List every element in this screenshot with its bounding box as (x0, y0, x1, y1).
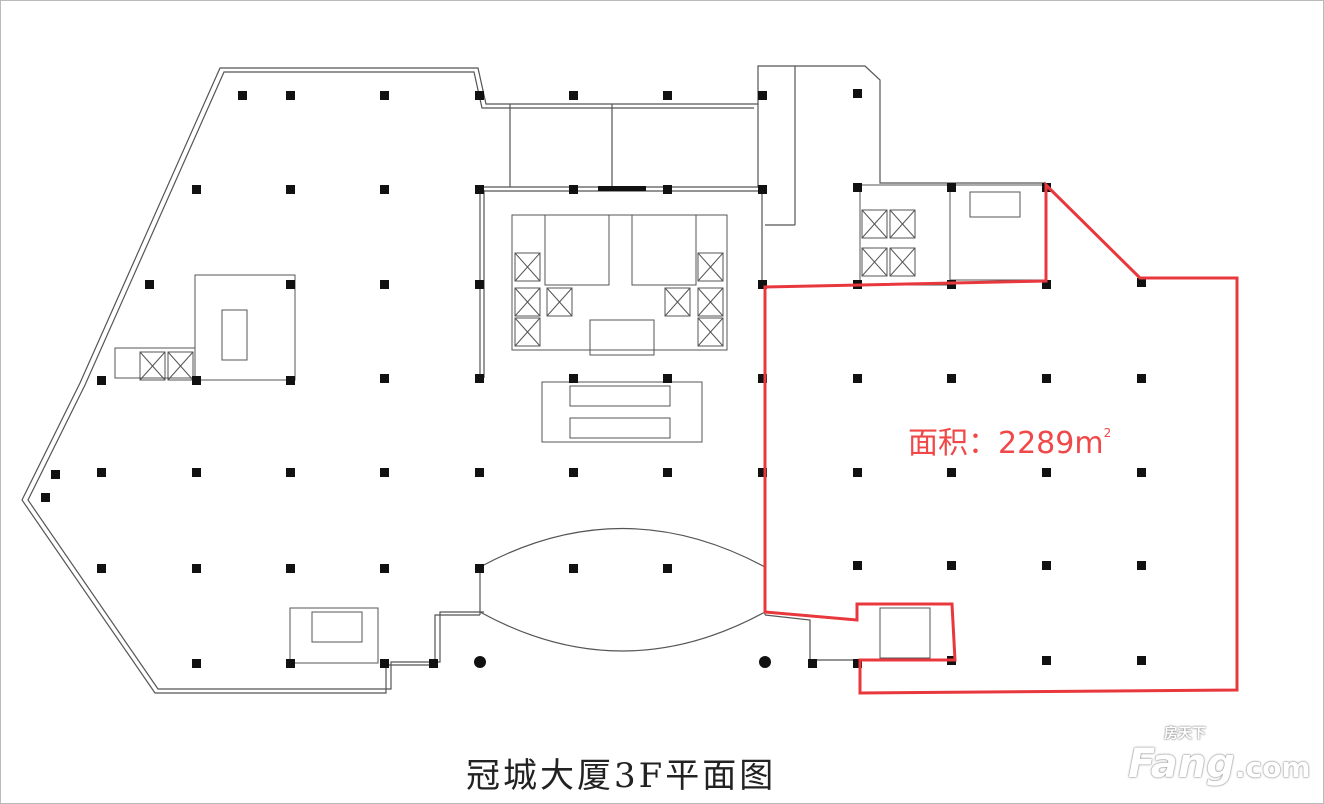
column (475, 280, 484, 289)
elevator-shaft (167, 351, 194, 381)
column (569, 185, 578, 194)
column (569, 91, 578, 100)
column (97, 468, 106, 477)
column (286, 468, 295, 477)
elevator-shaft (889, 209, 916, 239)
column (192, 468, 201, 477)
watermark-brand: Fang (1128, 741, 1235, 787)
watermark-brand-line: Fang.com (1128, 742, 1311, 786)
column (286, 376, 295, 385)
column (569, 374, 578, 383)
column (663, 374, 672, 383)
column (947, 468, 956, 477)
elevator-shaft (889, 247, 916, 277)
column (1042, 468, 1051, 477)
column (380, 91, 389, 100)
column (286, 659, 295, 668)
column (51, 470, 60, 479)
column (380, 374, 389, 383)
column (853, 659, 862, 668)
column (192, 659, 201, 668)
column (97, 564, 106, 573)
column (663, 91, 672, 100)
highlighted-area-outline (763, 181, 1239, 695)
column (380, 185, 389, 194)
column (1137, 278, 1146, 287)
plan-title: 冠城大厦3F平面图 (466, 756, 777, 796)
column (286, 185, 295, 194)
elevator-shaft (514, 287, 541, 317)
column (947, 183, 956, 192)
elevator-shaft (546, 287, 573, 317)
elevator-shaft (861, 209, 888, 239)
column (475, 374, 484, 383)
column (475, 468, 484, 477)
area-unit: m (1074, 426, 1104, 461)
column (429, 659, 438, 668)
column (380, 564, 389, 573)
fang-watermark-logo: 房天下 Fang.com (1128, 726, 1311, 786)
column (238, 91, 247, 100)
elevator-shaft (139, 351, 166, 381)
column (947, 374, 956, 383)
column (663, 564, 672, 573)
column (1137, 468, 1146, 477)
core-elevators (114, 184, 1046, 664)
area-unit-sup: 2 (1103, 426, 1112, 440)
column (947, 561, 956, 570)
area-value: 面积：2289 (908, 426, 1075, 461)
column (758, 185, 767, 194)
column (1042, 561, 1051, 570)
elevator-shaft (514, 252, 541, 282)
area-label: 面积：2289m2 (908, 418, 1111, 462)
elevator-shaft (514, 317, 541, 347)
column (1042, 656, 1051, 665)
column (475, 185, 484, 194)
column (1137, 374, 1146, 383)
elevator-shaft (861, 247, 888, 277)
column (97, 376, 106, 385)
round-column (759, 656, 771, 668)
column (853, 183, 862, 192)
column (663, 468, 672, 477)
column (145, 280, 154, 289)
column (192, 376, 201, 385)
column (380, 280, 389, 289)
watermark-suffix: .com (1234, 751, 1311, 784)
round-column (474, 656, 486, 668)
column (41, 493, 50, 502)
column (475, 91, 484, 100)
column (853, 468, 862, 477)
column (758, 374, 767, 383)
column (569, 468, 578, 477)
column (1137, 656, 1146, 665)
wall-segment (598, 186, 646, 191)
column (758, 468, 767, 477)
column (808, 659, 817, 668)
watermark-chinese: 房天下 (1164, 726, 1206, 742)
column (663, 185, 672, 194)
column (1042, 374, 1051, 383)
column (853, 374, 862, 383)
column (192, 564, 201, 573)
column (853, 561, 862, 570)
column (286, 280, 295, 289)
column (1137, 561, 1146, 570)
elevator-shaft (664, 287, 691, 317)
column (569, 564, 578, 573)
structural-columns (41, 89, 1146, 668)
elevator-shaft (697, 317, 724, 347)
column (758, 280, 767, 289)
column (758, 91, 767, 100)
column (853, 89, 862, 98)
elevator-shaft (697, 252, 724, 282)
column (192, 185, 201, 194)
elevator-shaft (697, 287, 724, 317)
column (286, 91, 295, 100)
column (286, 564, 295, 573)
column (1042, 280, 1051, 289)
column (380, 468, 389, 477)
column (475, 564, 484, 573)
column (380, 659, 389, 668)
